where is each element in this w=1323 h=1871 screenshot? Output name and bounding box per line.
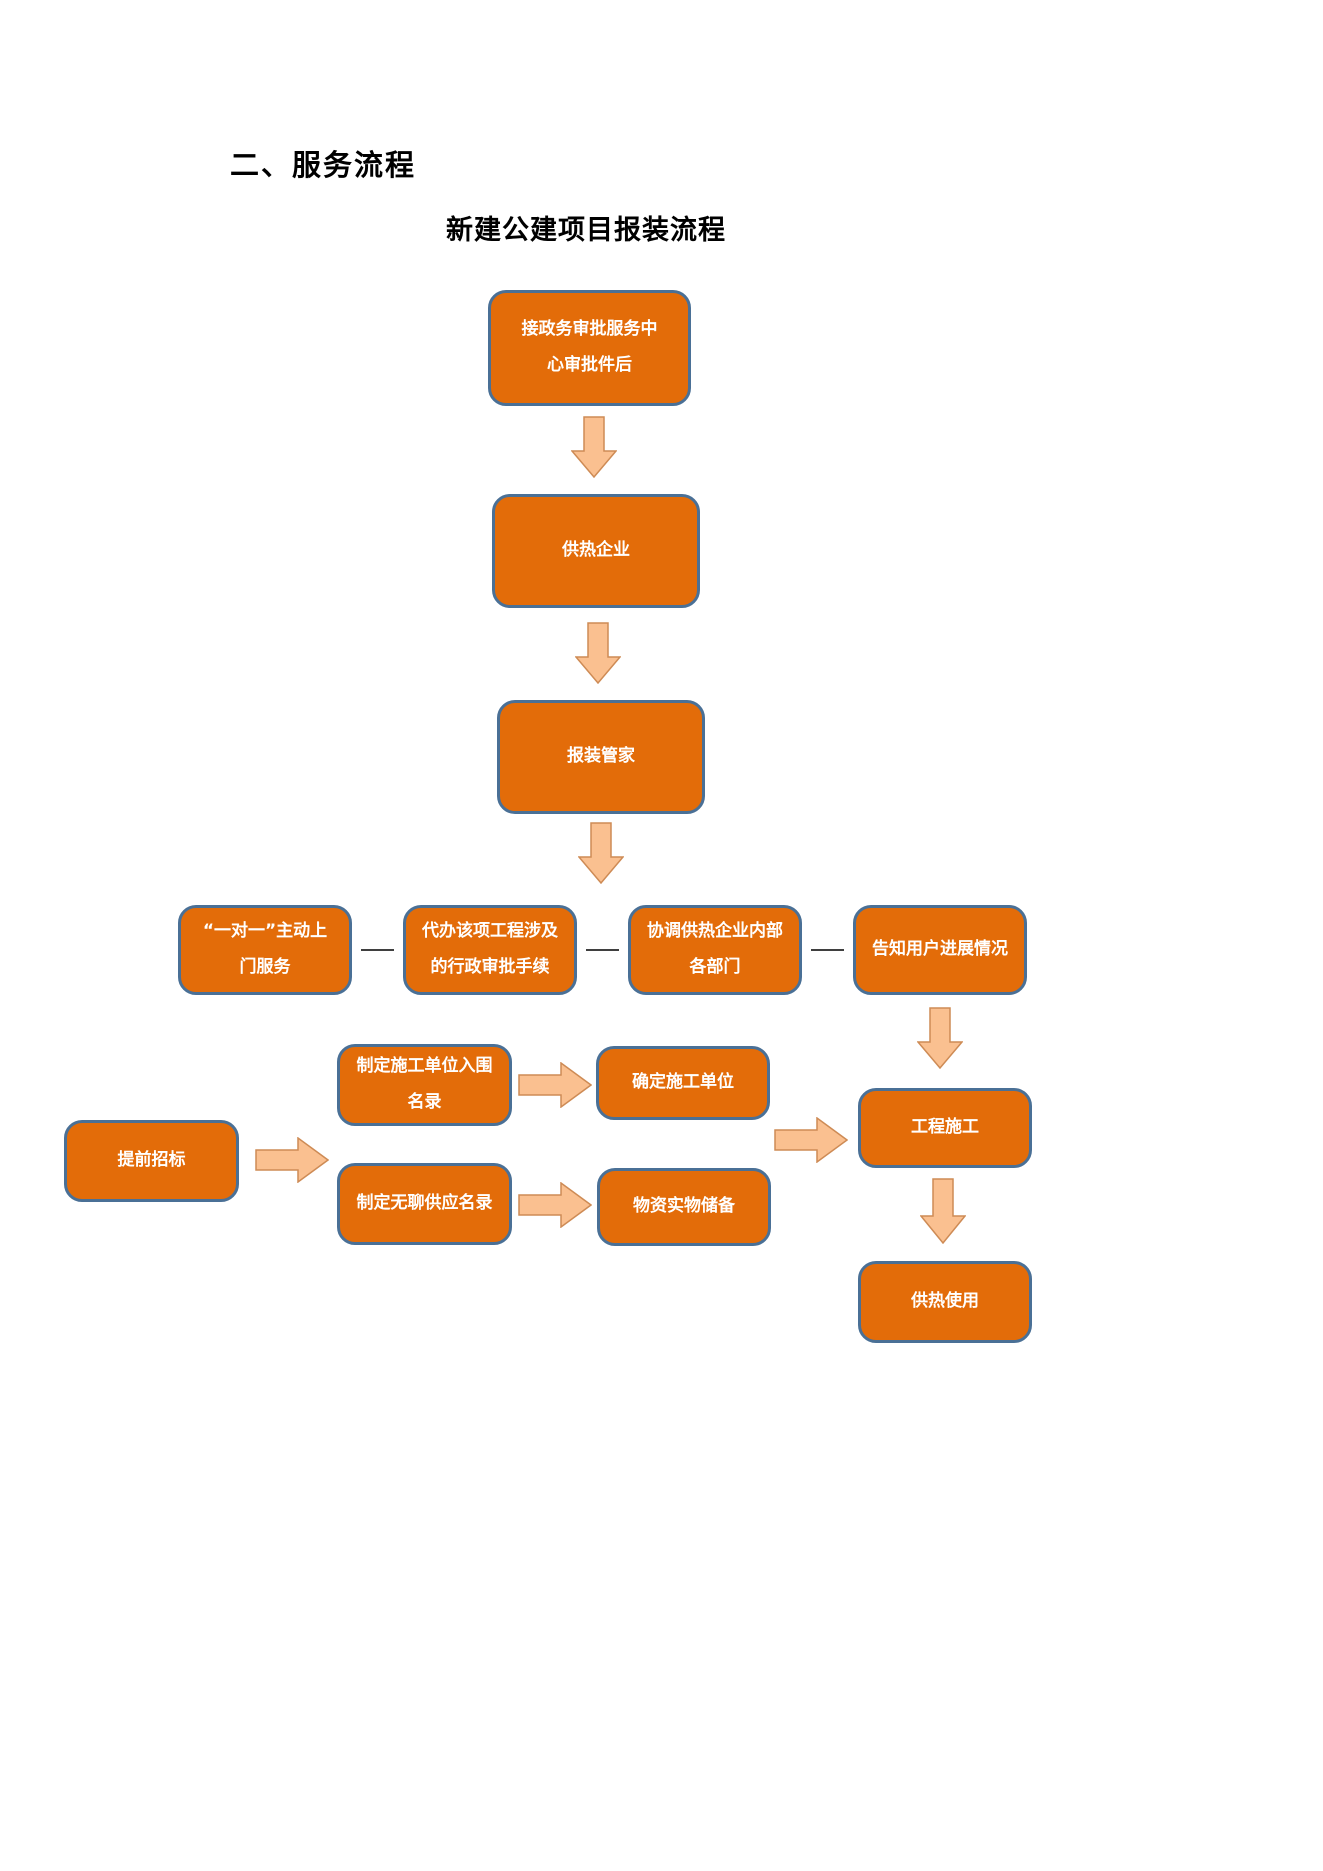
- flow-node-coordinate-departments: 协调供热企业内部 各部门: [628, 905, 802, 995]
- flow-node-confirm-contractor: 确定施工单位: [596, 1046, 770, 1120]
- arrow-down-icon: [578, 822, 624, 884]
- arrow-right-icon: [518, 1062, 592, 1108]
- arrow-down-icon: [571, 416, 617, 478]
- connector-line: [811, 949, 844, 951]
- flow-node-material-reserve: 物资实物储备: [597, 1168, 771, 1246]
- connector-line: [586, 949, 619, 951]
- section-heading: 二、服务流程: [230, 148, 417, 182]
- arrow-right-icon: [255, 1137, 329, 1183]
- arrow-down-icon: [917, 1007, 963, 1069]
- diagram-title: 新建公建项目报装流程: [446, 215, 726, 246]
- connector-line: [361, 949, 394, 951]
- flow-node-contractor-shortlist: 制定施工单位入围 名录: [337, 1044, 512, 1126]
- arrow-right-icon: [774, 1117, 848, 1163]
- flow-node-heating-company: 供热企业: [492, 494, 700, 608]
- flow-node-one-on-one-service: “一对一”主动上 门服务: [178, 905, 352, 995]
- flow-node-heating-use: 供热使用: [858, 1261, 1032, 1343]
- arrow-down-icon: [920, 1178, 966, 1244]
- flow-node-construction: 工程施工: [858, 1088, 1032, 1168]
- flow-node-agency-procedures: 代办该项工程涉及 的行政审批手续: [403, 905, 577, 995]
- flow-node-inform-user: 告知用户进展情况: [853, 905, 1027, 995]
- flow-node-installation-manager: 报装管家: [497, 700, 705, 814]
- arrow-right-icon: [518, 1182, 592, 1228]
- flow-node-supplier-list: 制定无聊供应名录: [337, 1163, 512, 1245]
- arrow-down-icon: [575, 622, 621, 684]
- flow-node-early-bidding: 提前招标: [64, 1120, 239, 1202]
- flow-node-approval-received: 接政务审批服务中 心审批件后: [488, 290, 691, 406]
